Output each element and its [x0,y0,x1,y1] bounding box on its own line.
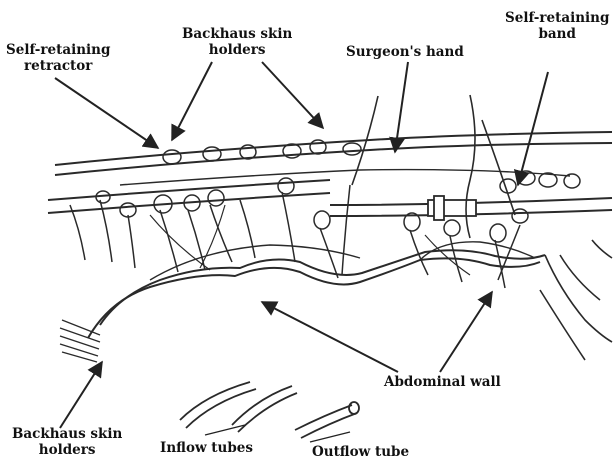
tubes [180,382,359,438]
arrow-backhaus-top-left [172,62,212,140]
label-self-retaining-band: Self-retaining band [505,10,609,42]
label-outflow-tube: Outflow tube [312,444,409,460]
label-inflow-tubes: Inflow tubes [160,440,253,456]
right-drape-lines [540,240,612,360]
label-abdominal-wall: Abdominal wall [384,374,501,390]
label-self-retaining-retractor: Self-retaining retractor [6,42,110,74]
arrow-backhaus-top-right [262,62,323,128]
arrow-abdominal-wall-left [262,302,398,372]
arrow-retractor [55,78,158,148]
label-backhaus-top: Backhaus skin holders [182,26,292,58]
arrow-abdominal-wall-right [440,292,492,372]
abdominal-wall-contour [88,242,545,338]
arrow-self-retaining-band [518,72,548,185]
label-backhaus-bottom: Backhaus skin holders [12,426,122,458]
arrow-outflow [310,432,350,442]
label-surgeons-hand: Surgeon's hand [346,44,464,60]
self-retaining-band-shape [428,196,476,220]
arrow-backhaus-bottom [60,362,102,428]
left-skin-holder-cluster [60,320,100,362]
